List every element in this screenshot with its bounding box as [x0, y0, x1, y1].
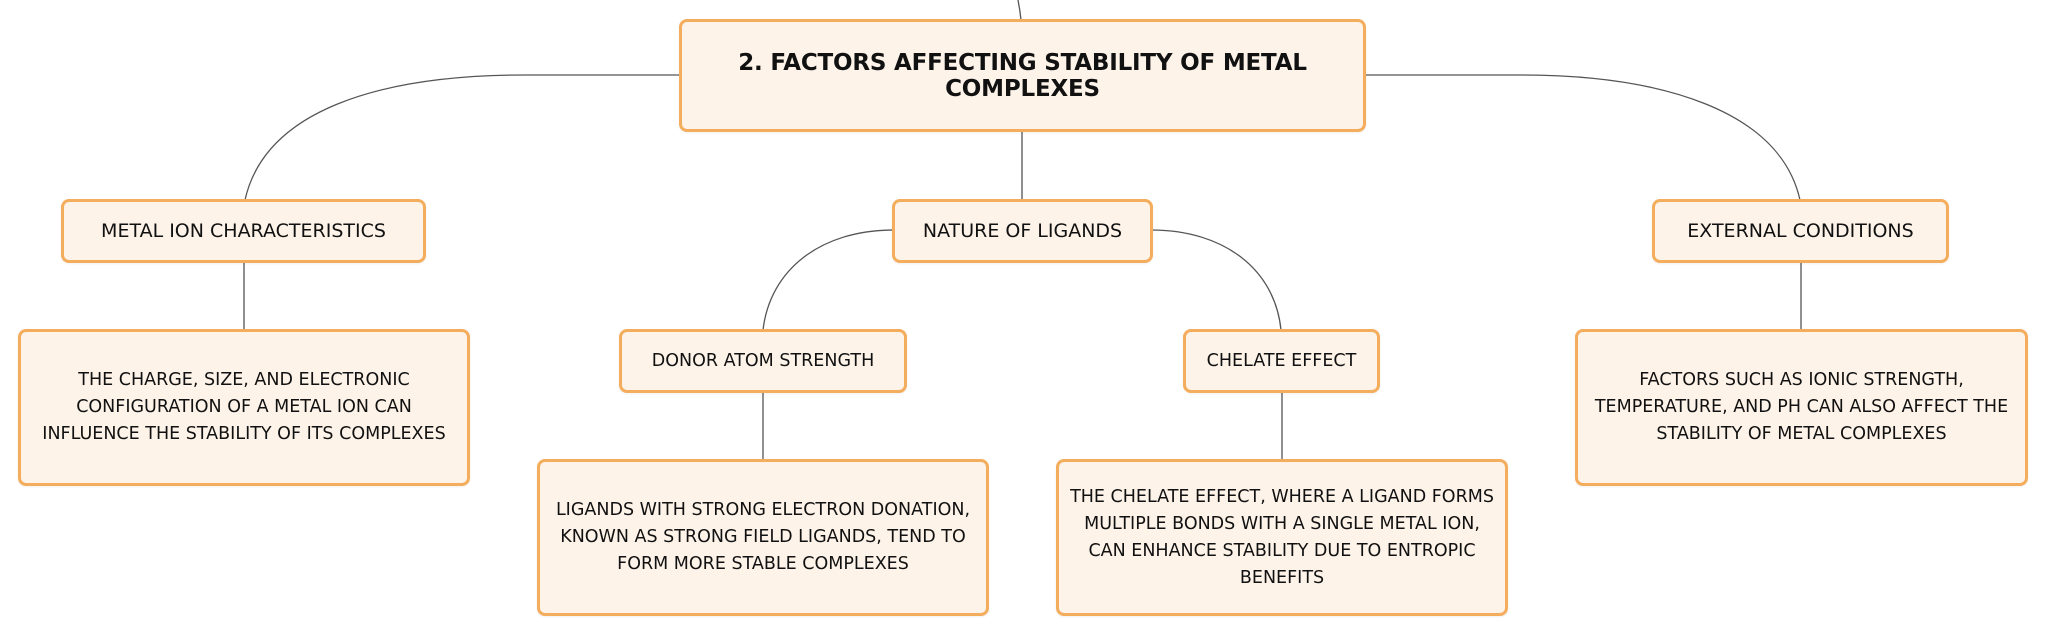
- chelate-description-node[interactable]: THE CHELATE EFFECT, WHERE A LIGAND FORMS…: [1056, 459, 1508, 616]
- connector-root-external: [1366, 74, 1801, 201]
- root-node[interactable]: 2. FACTORS AFFECTING STABILITY OF METAL …: [679, 19, 1366, 132]
- chelate-description: THE CHELATE EFFECT, WHERE A LIGAND FORMS…: [1070, 486, 1494, 588]
- ligands-label: NATURE OF LIGANDS: [922, 220, 1123, 242]
- ligands-node[interactable]: NATURE OF LIGANDS: [892, 199, 1153, 263]
- donor-description: LIGANDS WITH STRONG ELECTRON DONATION, K…: [555, 500, 971, 574]
- connector-ligands-chelate: [1150, 229, 1282, 331]
- donor-description-node[interactable]: LIGANDS WITH STRONG ELECTRON DONATION, K…: [537, 459, 989, 616]
- donor-node[interactable]: DONOR ATOM STRENGTH: [619, 329, 907, 393]
- metal-ion-node[interactable]: METAL ION CHARACTERISTICS: [61, 199, 426, 263]
- donor-label: DONOR ATOM STRENGTH: [651, 351, 875, 371]
- connector-parent-root: [1017, 0, 1022, 21]
- external-label: EXTERNAL CONDITIONS: [1687, 220, 1914, 242]
- external-description-node[interactable]: FACTORS SUCH AS IONIC STRENGTH, TEMPERAT…: [1575, 329, 2028, 486]
- connector-ligands-donor: [762, 229, 895, 331]
- chelate-label: CHELATE EFFECT: [1206, 351, 1357, 371]
- metal-ion-label: METAL ION CHARACTERISTICS: [101, 220, 386, 242]
- root-node-label: 2. FACTORS AFFECTING STABILITY OF METAL …: [738, 49, 1307, 102]
- chelate-node[interactable]: CHELATE EFFECT: [1183, 329, 1380, 393]
- external-node[interactable]: EXTERNAL CONDITIONS: [1652, 199, 1949, 263]
- metal-ion-description-node[interactable]: THE CHARGE, SIZE, AND ELECTRONIC CONFIGU…: [18, 329, 470, 486]
- external-description: FACTORS SUCH AS IONIC STRENGTH, TEMPERAT…: [1594, 370, 2009, 444]
- metal-ion-description: THE CHARGE, SIZE, AND ELECTRONIC CONFIGU…: [42, 370, 446, 444]
- connector-root-metal-ion: [244, 74, 680, 201]
